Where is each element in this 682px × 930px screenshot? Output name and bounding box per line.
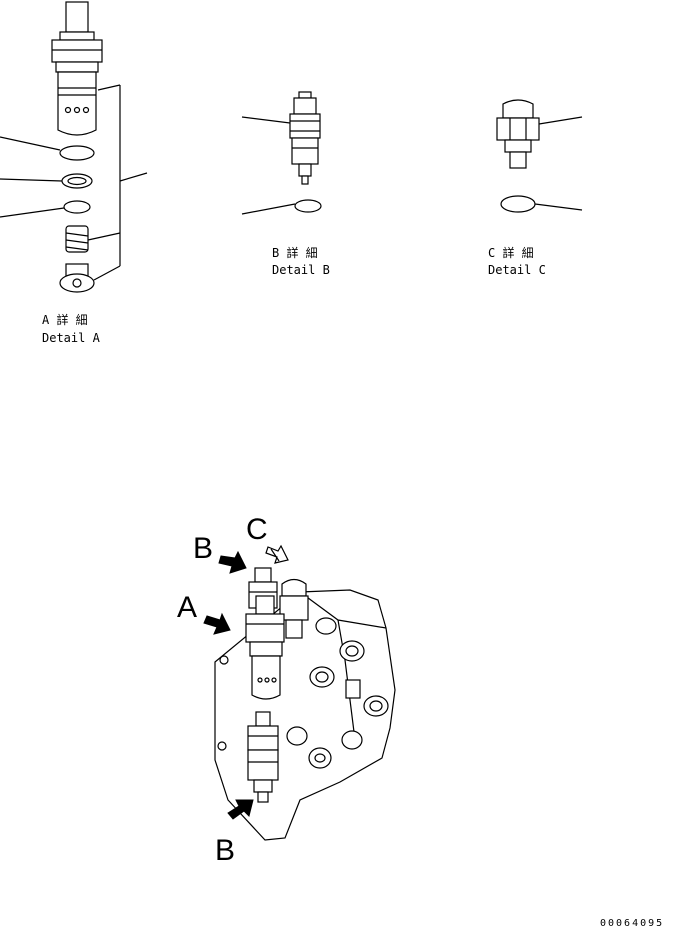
detail-a-relief-valve — [51, 1, 103, 136]
detail-c-leader-lines — [534, 116, 583, 211]
arrow-a — [203, 612, 231, 635]
assembly-valve-b-bottom — [247, 711, 279, 803]
detail-b-group: B 詳 細 Detail B — [241, 91, 330, 277]
assembly-valve-c — [279, 578, 309, 639]
detail-a-ring — [63, 200, 91, 214]
detail-b-leader-lines — [241, 116, 296, 215]
detail-b-o-ring — [294, 199, 322, 213]
callout-label-b-top: B — [193, 532, 213, 565]
arrow-b-top — [218, 550, 247, 574]
callout-arrows — [203, 544, 289, 820]
detail-a-spring — [65, 225, 89, 253]
detail-b-relief-valve — [289, 91, 321, 185]
detail-a-poppet — [59, 263, 95, 293]
detail-c-caption-jp: C 詳 細 — [488, 245, 534, 260]
detail-b-caption-en: Detail B — [272, 263, 330, 277]
assembly-valve-a — [245, 595, 285, 700]
callout-label-b-bottom: B — [215, 834, 235, 867]
detail-a-o-ring — [59, 145, 95, 161]
detail-c-group: C 詳 細 Detail C — [488, 99, 583, 277]
detail-a-leader-lines — [0, 84, 148, 281]
detail-a-group: A 詳 細 Detail A — [0, 1, 148, 345]
detail-a-backup-ring — [61, 173, 93, 189]
detail-a-caption-en: Detail A — [42, 331, 101, 345]
valve-block-ports — [217, 617, 389, 769]
arrow-c — [265, 544, 289, 564]
arrow-b-bottom — [227, 799, 254, 820]
detail-a-caption-jp: A 詳 細 — [42, 312, 88, 327]
part-number: 00064095 — [600, 918, 664, 929]
callout-label-a: A — [177, 591, 197, 624]
detail-c-caption-en: Detail C — [488, 263, 546, 277]
detail-c-o-ring — [500, 195, 536, 213]
valve-block-assembly — [214, 567, 396, 841]
detail-c-plug-valve — [496, 99, 540, 169]
callout-label-c: C — [246, 513, 268, 546]
detail-b-caption-jp: B 詳 細 — [272, 245, 318, 260]
